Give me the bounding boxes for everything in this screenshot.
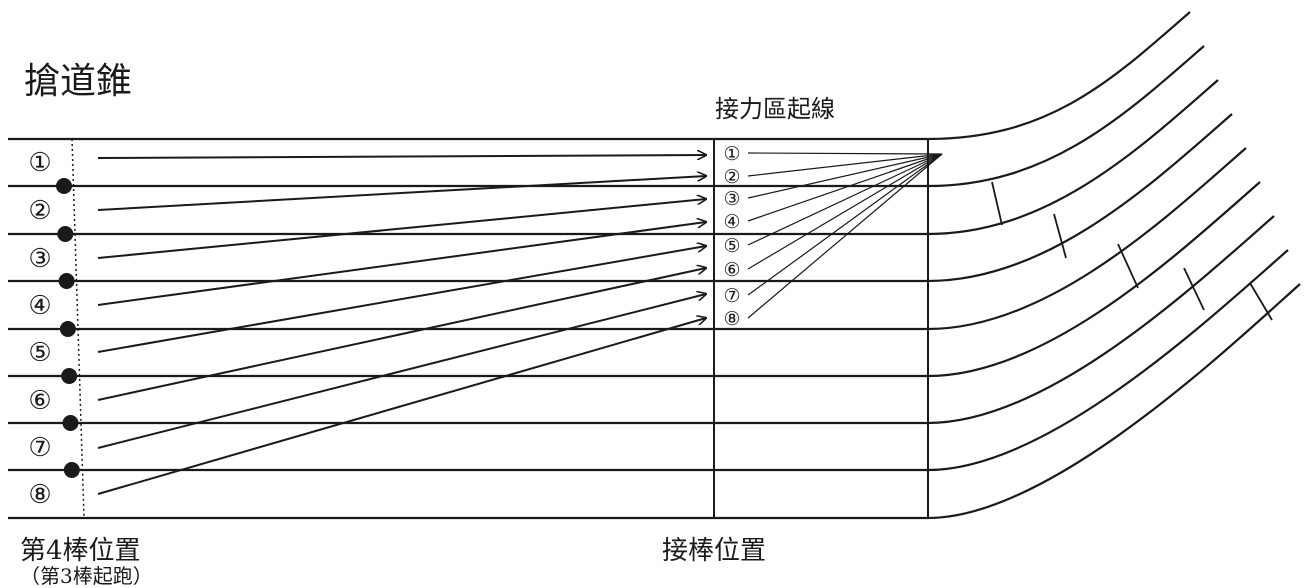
- fourth-runner-sublabel: （第3棒起跑）: [20, 564, 153, 588]
- curve-lane-line: [927, 11, 1191, 141]
- runner-arrow: [97, 318, 706, 495]
- break-line-cones: 搶道錐搶道錐搶道錐搶道錐搶道錐搶道錐搶道錐: [56, 178, 80, 478]
- cone-marker: 搶道錐: [61, 368, 78, 384]
- fourth-runner-position-label: 第4棒位置: [20, 536, 141, 566]
- zone-lane-number-label: ②: [723, 166, 740, 188]
- curve-lane-line: [927, 283, 1301, 520]
- cone-marker: 搶道錐: [62, 415, 79, 431]
- curve-lane-line: [927, 249, 1289, 472]
- zone-lane-number-label: ⑤: [723, 235, 740, 257]
- diagram-title: 搶道錐: [24, 61, 133, 102]
- merge-line: [747, 153, 943, 199]
- handoff-position-label: 接棒位置: [662, 536, 767, 566]
- merge-line: [747, 153, 943, 222]
- runner-arrow: [97, 294, 706, 449]
- zone-lane-number-label: ③: [723, 188, 740, 210]
- merge-line: [747, 153, 943, 296]
- cone-marker: 搶道錐: [57, 226, 74, 242]
- stagger-tick: [1249, 282, 1273, 321]
- runner-arrow: [97, 199, 706, 259]
- lane-number-label: ①: [28, 148, 51, 178]
- stagger-tick: [1053, 213, 1067, 259]
- lane-lines: [8, 137, 928, 520]
- relay-zone-start-label: 接力區起線: [715, 95, 835, 123]
- lane-numbers: ① ② ③ ④ ⑤ ⑥ ⑦ ⑧: [28, 148, 51, 510]
- zone-lane-number-label: ⑥: [723, 259, 740, 281]
- lane-number-label: ⑥: [28, 386, 51, 416]
- zone-lane-number-label: ④: [723, 211, 740, 233]
- curve-lane-line: [927, 147, 1247, 331]
- lane-number-label: ⑧: [28, 480, 51, 510]
- curve-lane-line: [927, 45, 1205, 188]
- cone-marker: 搶道錐: [59, 321, 76, 337]
- lane-number-label: ②: [28, 196, 51, 226]
- merge-line: [747, 153, 943, 319]
- merge-line: [747, 152, 943, 155]
- curve-lane-line: [927, 113, 1233, 283]
- runner-arrow: [97, 246, 706, 353]
- merge-line: [747, 153, 943, 177]
- lane-number-label: ⑤: [28, 338, 51, 368]
- curved-track: [927, 11, 1301, 520]
- fourth-runner-start-line: [71, 138, 85, 519]
- lane-number-label: ⑦: [28, 433, 51, 463]
- stagger-tick: [1183, 267, 1205, 311]
- cone-marker: 搶道錐: [56, 178, 72, 194]
- cone-marker: 搶道錐: [63, 462, 80, 478]
- cone-marker: 搶道錐: [58, 273, 75, 289]
- runner-arrow: [97, 176, 706, 211]
- zone-lane-number-label: ⑧: [723, 308, 740, 330]
- zone-lane-number-label: ⑦: [723, 285, 740, 307]
- runner-arrow: [97, 268, 706, 401]
- lane-number-label: ④: [28, 291, 51, 321]
- curve-lane-line: [927, 79, 1219, 236]
- stagger-tick: [1117, 243, 1139, 289]
- runner-arrow: [97, 155, 706, 158]
- merge-line: [747, 153, 943, 246]
- curve-lane-line: [927, 215, 1275, 425]
- lane-number-label: ③: [28, 244, 51, 274]
- zone-lane-number-label: ①: [723, 143, 740, 165]
- stagger-tick: [991, 181, 1003, 226]
- runner-paths: [97, 155, 706, 495]
- merge-lines: [747, 152, 943, 319]
- runner-arrow: [97, 222, 706, 306]
- curve-lane-line: [927, 181, 1261, 378]
- merge-line: [747, 153, 943, 270]
